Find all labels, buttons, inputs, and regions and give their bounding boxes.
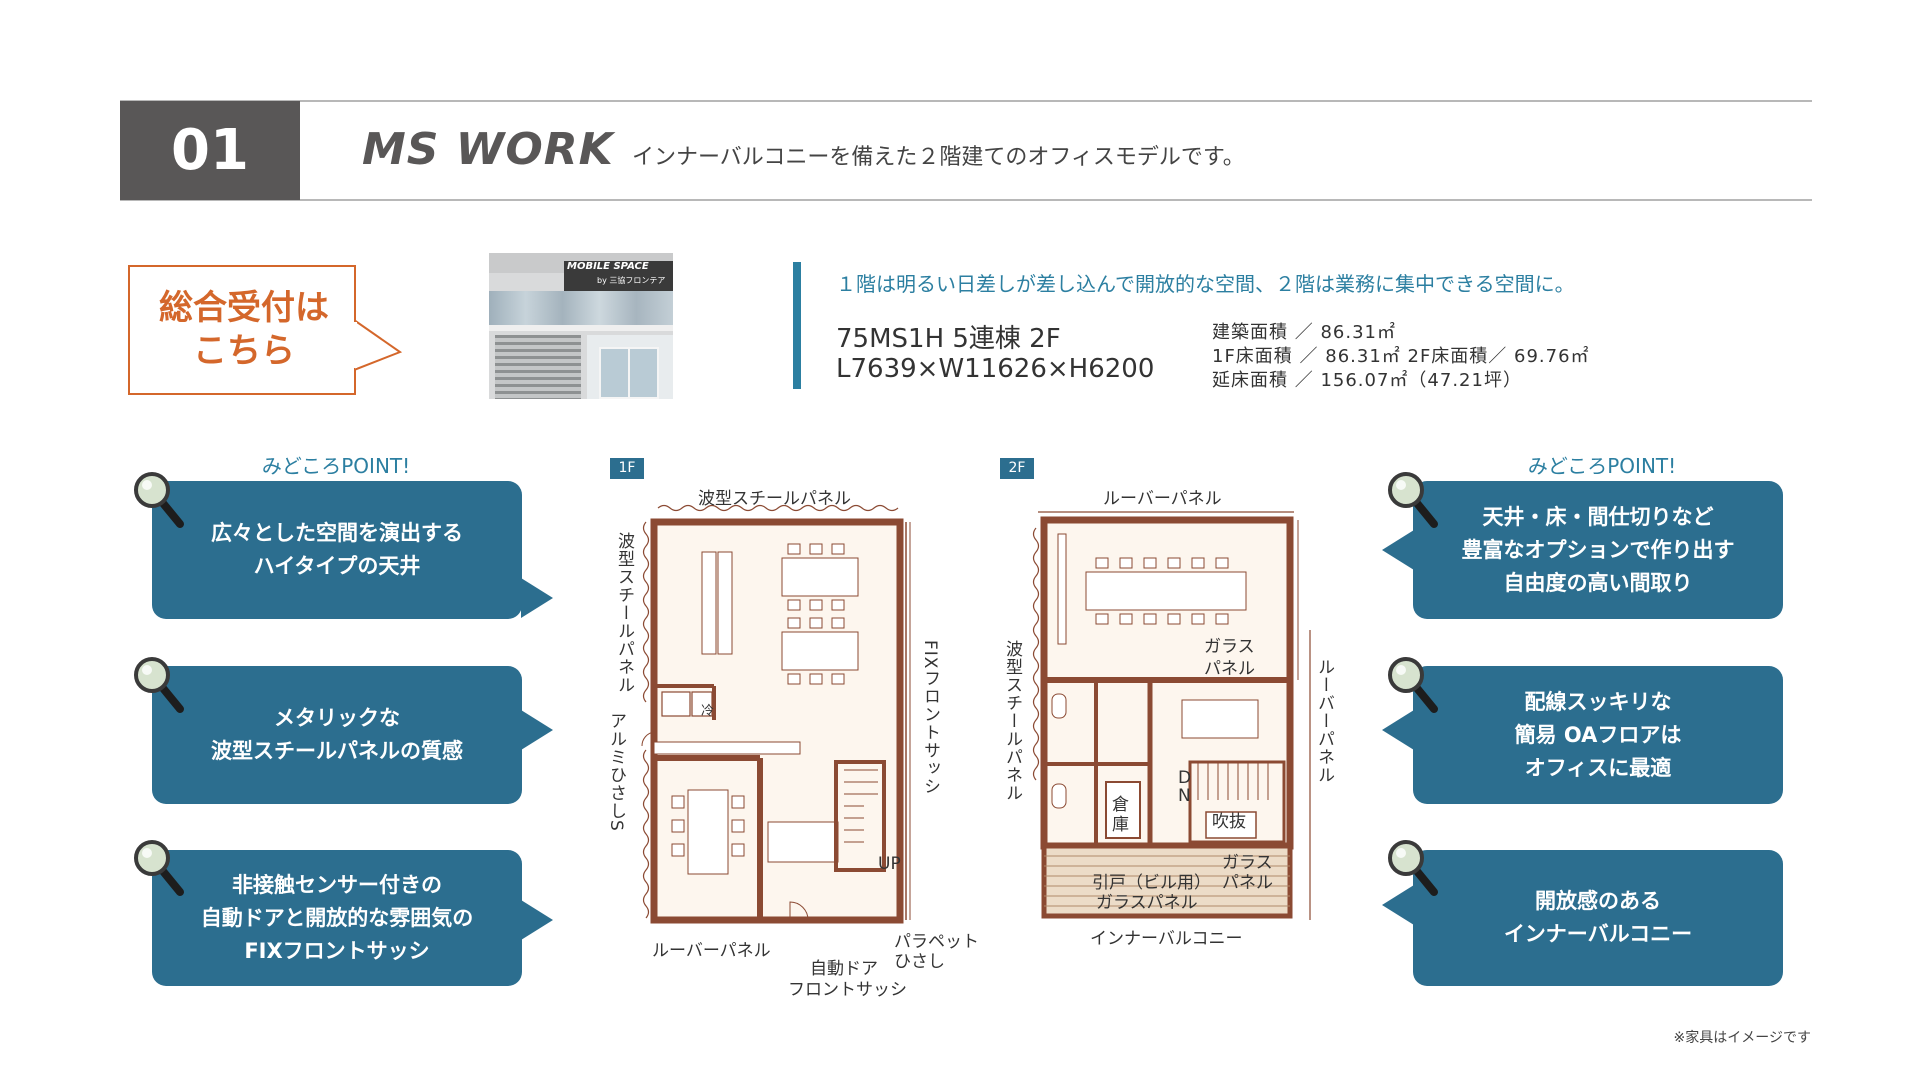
point-text: 天井・床・間仕切りなど [1482,504,1714,529]
plan1f-eaves-label: ひさし [894,952,945,972]
floor-tag-1f: 1F [610,458,644,479]
bubble-tail [521,900,553,940]
point-text: 波型スチールパネルの質感 [211,739,463,763]
plan2f-top-label: ルーバーパネル [1103,489,1222,509]
point-text: 広々とした空間を演出する [211,521,463,545]
info-accent-bar [793,262,801,389]
bubble-tail [1382,530,1414,570]
plan1f-up-label: UP [878,854,901,874]
point-bubble-oa-floor: 配線スッキリな 簡易 OAフロアは オフィスに最適 [1413,666,1783,804]
bubble-tail [1382,885,1414,925]
reception-line1: 総合受付は [159,288,329,328]
plan1f-awning-label: アルミひさしS [606,712,626,832]
plan1f-louver-label: ルーバーパネル [652,941,771,961]
model-number: 01 [120,101,300,200]
point-text: 開放感のある [1535,889,1661,913]
model-name: MS WORK [362,124,614,175]
plan1f-sash-label: フロントサッシ [788,980,907,1000]
info-lead-text: １階は明るい日差しが差し込んで開放的な空間、２階は業務に集中できる空間に。 [836,272,1575,296]
plan2f-glass-label4: パネル [1222,873,1273,893]
point-text: インナーバルコニー [1503,922,1693,946]
bubble-tail [1382,710,1414,750]
building-sign: MOBILE SPACE [567,261,649,272]
building-sign-sub: by 三協フロンテア [597,276,666,285]
point-bubble-door: 非接触センサー付きの 自動ドアと開放的な雰囲気の FIXフロントサッシ [152,850,522,986]
plan2f-sliding-label2: ガラスパネル [1096,893,1198,913]
plan1f-parapet-label: パラペット [894,932,979,952]
point-text: 自由度の高い間取り [1503,570,1693,595]
point-bubble-panel: メタリックな 波型スチールパネルの質感 [152,666,522,804]
header-top-line [120,100,1812,102]
plan1f-left-label: 波型スチールパネル [614,532,634,694]
point-text: メタリックな [274,706,400,730]
floor-tag-2f: 2F [1000,458,1034,479]
plan1f-cold-label: 冷 [701,704,715,719]
plan2f-left-label: 波型スチールパネル [1002,640,1022,802]
reception-line2: こちら [193,331,295,371]
point-text: 自動ドアと開放的な雰囲気の [200,905,474,930]
plan2f-glass-label2: パネル [1204,659,1255,679]
magnifier-icon [134,840,184,896]
plan2f-store-label1: 倉 [1112,795,1129,815]
plan2f-right-label: ルーバーパネル [1314,658,1334,784]
reception-pointer [354,318,403,372]
point-bubble-balcony: 開放感のある インナーバルコニー [1413,850,1783,986]
point-bubble-layout: 天井・床・間仕切りなど 豊富なオプションで作り出す 自由度の高い間取り [1413,481,1783,619]
magnifier-icon [1388,840,1438,896]
header-bottom-line [120,199,1812,201]
plan1f-right-label: FIXフロントサッシ [920,640,940,796]
floor-plan-1f [641,504,911,924]
reception-button[interactable]: 総合受付は こちら [128,265,356,395]
plan2f-balcony-label: インナーバルコニー [1090,929,1243,949]
plan2f-dn-label1: D [1178,768,1192,788]
point-heading-left: みどころPOINT! [261,454,411,478]
point-text: 簡易 OAフロアは [1514,722,1682,747]
point-text: 豊富なオプションで作り出す [1461,537,1735,562]
point-bubble-ceiling: 広々とした空間を演出する ハイタイプの天井 [152,481,522,619]
plan1f-top-label: 波型スチールパネル [698,489,851,509]
point-text: ハイタイプの天井 [253,554,421,578]
bubble-tail [521,710,553,750]
magnifier-icon [134,472,184,528]
area-building: 建築面積 ／ 86.31㎡ [1212,322,1396,343]
area-floors: 1F床面積 ／ 86.31㎡ 2F床面積／ 69.76㎡ [1212,346,1590,367]
bubble-tail [521,578,553,618]
furniture-note: ※家具はイメージです [1673,1030,1811,1046]
plan2f-void-label: 吹抜 [1212,812,1246,832]
point-text: オフィスに最適 [1524,755,1672,780]
building-photo: MOBILE SPACE by 三協フロンテア [489,253,673,399]
point-heading-right: みどころPOINT! [1527,454,1677,478]
floor-plan-2f [1032,511,1311,920]
plan2f-store-label2: 庫 [1112,815,1129,835]
plan2f-dn-label2: N [1178,786,1191,806]
plan2f-glass-label1: ガラス [1204,637,1255,657]
point-text: 非接触センサー付きの [232,872,442,897]
spec-model: 75MS1H 5連棟 2F [836,324,1061,354]
plan2f-sliding-label1: 引戸（ビル用） [1092,873,1211,893]
magnifier-icon [134,657,184,713]
plan2f-glass-label3: ガラス [1222,853,1273,873]
plan1f-door-label: 自動ドア [810,959,878,979]
point-text: 配線スッキリな [1524,689,1672,714]
magnifier-icon [1388,657,1438,713]
spec-dimensions: L7639×W11626×H6200 [836,354,1155,384]
magnifier-icon [1388,472,1438,528]
point-text: FIXフロントサッシ [244,938,430,963]
model-tagline: インナーバルコニーを備えた２階建てのオフィスモデルです。 [632,145,1245,170]
area-total: 延床面積 ／ 156.07㎡（47.21坪） [1212,370,1522,391]
